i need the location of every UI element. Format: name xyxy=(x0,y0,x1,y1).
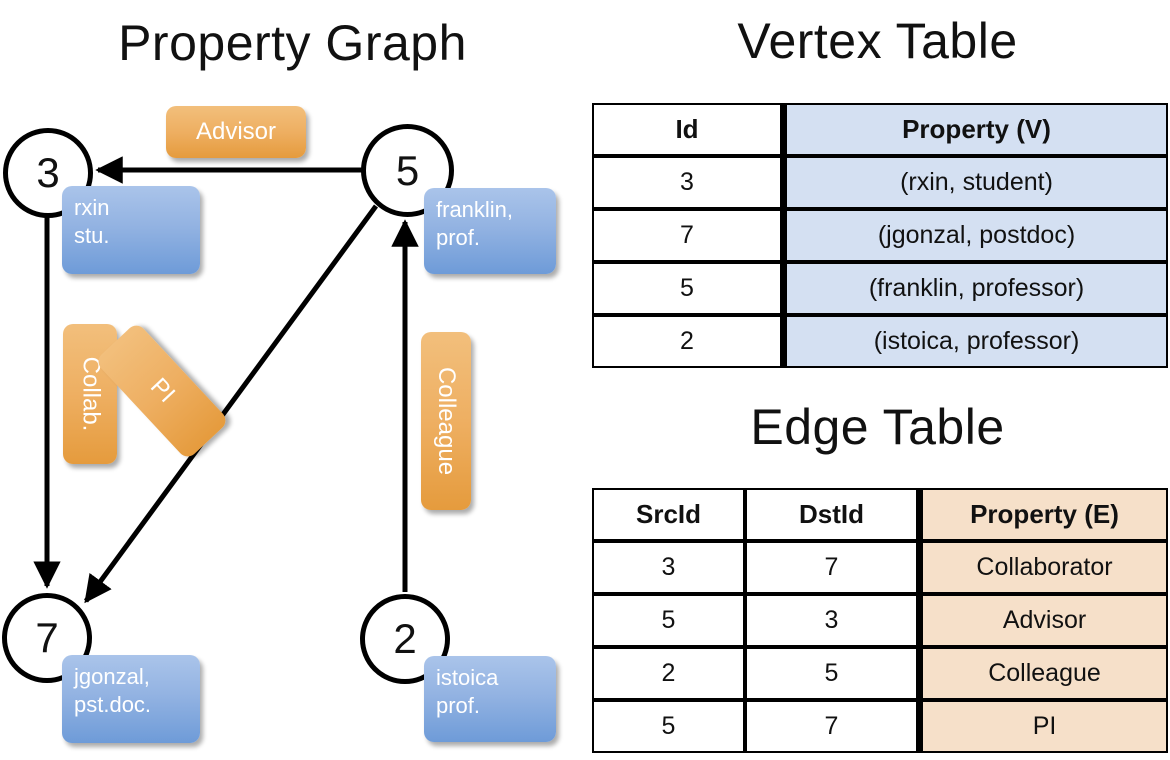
table-row[interactable]: 3 7 Collaborator xyxy=(592,541,1168,594)
edge-cell-srcid: 5 xyxy=(592,594,745,647)
edge-label-colleague: Colleague xyxy=(421,332,471,510)
vertex-cell-id: 5 xyxy=(592,262,782,315)
vertex-property-franklin-line2: prof. xyxy=(436,225,481,251)
vertex-property-box-istoica: istoica prof. xyxy=(424,656,556,742)
vertex-property-franklin-line1: franklin, xyxy=(436,197,514,222)
edge-cell-property: Advisor xyxy=(918,594,1168,647)
edge-label-pi-text: PI xyxy=(144,373,180,409)
graph-edges-svg xyxy=(33,156,419,604)
table-row[interactable]: 5 7 PI xyxy=(592,700,1168,753)
edge-table-header-row: SrcId DstId Property (E) xyxy=(592,488,1168,541)
edge-label-advisor: Advisor xyxy=(166,106,306,158)
vertex-table-header-row: Id Property (V) xyxy=(592,103,1168,156)
edge-table-header-srcid: SrcId xyxy=(592,488,745,541)
page-title-edge-table: Edge Table xyxy=(750,399,1005,455)
vertex-node-5[interactable]: 5 xyxy=(361,124,454,217)
vertex-node-7-label: 7 xyxy=(35,614,59,661)
vertex-property-jgonzal-line1: jgonzal, xyxy=(74,664,150,689)
vertex-property-rxin-line2: stu. xyxy=(74,223,110,249)
vertex-table: Id Property (V) 3 (rxin, student) 7 (jgo… xyxy=(592,103,1168,368)
vertex-property-rxin-line1: rxin xyxy=(74,195,110,220)
edge-cell-dstid: 3 xyxy=(745,594,918,647)
vertex-node-2-label: 2 xyxy=(393,615,417,662)
vertex-node-2[interactable]: 2 xyxy=(360,594,450,684)
page-title-vertex-table: Vertex Table xyxy=(737,13,1018,69)
vertex-cell-id: 2 xyxy=(592,315,782,368)
edge-cell-dstid: 7 xyxy=(745,700,918,753)
edge-label-colleague-text: Colleague xyxy=(433,366,460,476)
vertex-property-box-franklin: franklin, prof. xyxy=(424,188,556,274)
edge-table: SrcId DstId Property (E) 3 7 Collaborato… xyxy=(592,488,1168,753)
edge-cell-dstid: 7 xyxy=(745,541,918,594)
edge-cell-property: Colleague xyxy=(918,647,1168,700)
vertex-cell-property: (rxin, student) xyxy=(782,156,1168,209)
vertex-cell-id: 7 xyxy=(592,209,782,262)
property-graph-diagram: 3 5 7 2 rxin stu. franklin, prof. jgonza… xyxy=(2,106,556,743)
table-row[interactable]: 2 5 Colleague xyxy=(592,647,1168,700)
edge-cell-srcid: 3 xyxy=(592,541,745,594)
vertex-property-box-rxin: rxin stu. xyxy=(62,186,200,274)
table-row[interactable]: 2 (istoica, professor) xyxy=(592,315,1168,368)
table-row[interactable]: 3 (rxin, student) xyxy=(592,156,1168,209)
vertex-property-istoica-line2: prof. xyxy=(436,693,481,719)
page-title-property-graph: Property Graph xyxy=(118,15,467,71)
edge-cell-srcid: 5 xyxy=(592,700,745,753)
vertex-table-header-property: Property (V) xyxy=(782,103,1168,156)
edge-table-header-dstid: DstId xyxy=(745,488,918,541)
vertex-cell-property: (istoica, professor) xyxy=(782,315,1168,368)
vertex-property-jgonzal-line2: pst.doc. xyxy=(74,692,152,718)
vertex-node-5-label: 5 xyxy=(395,146,420,194)
vertex-node-3-label: 3 xyxy=(36,149,60,196)
vertex-property-box-jgonzal: jgonzal, pst.doc. xyxy=(62,655,200,743)
edge-label-collab: Collab. xyxy=(63,324,117,464)
vertex-cell-property: (jgonzal, postdoc) xyxy=(782,209,1168,262)
table-row[interactable]: 7 (jgonzal, postdoc) xyxy=(592,209,1168,262)
vertex-cell-property: (franklin, professor) xyxy=(782,262,1168,315)
vertex-property-istoica-line1: istoica xyxy=(436,665,499,690)
table-row[interactable]: 5 3 Advisor xyxy=(592,594,1168,647)
table-row[interactable]: 5 (franklin, professor) xyxy=(592,262,1168,315)
edge-table-header-property: Property (E) xyxy=(918,488,1168,541)
vertex-cell-id: 3 xyxy=(592,156,782,209)
edge-5-to-7 xyxy=(83,204,379,604)
edge-cell-property: Collaborator xyxy=(918,541,1168,594)
edge-cell-dstid: 5 xyxy=(745,647,918,700)
edge-cell-srcid: 2 xyxy=(592,647,745,700)
edge-cell-property: PI xyxy=(918,700,1168,753)
edge-label-advisor-text: Advisor xyxy=(195,118,277,145)
vertex-table-header-id: Id xyxy=(592,103,782,156)
